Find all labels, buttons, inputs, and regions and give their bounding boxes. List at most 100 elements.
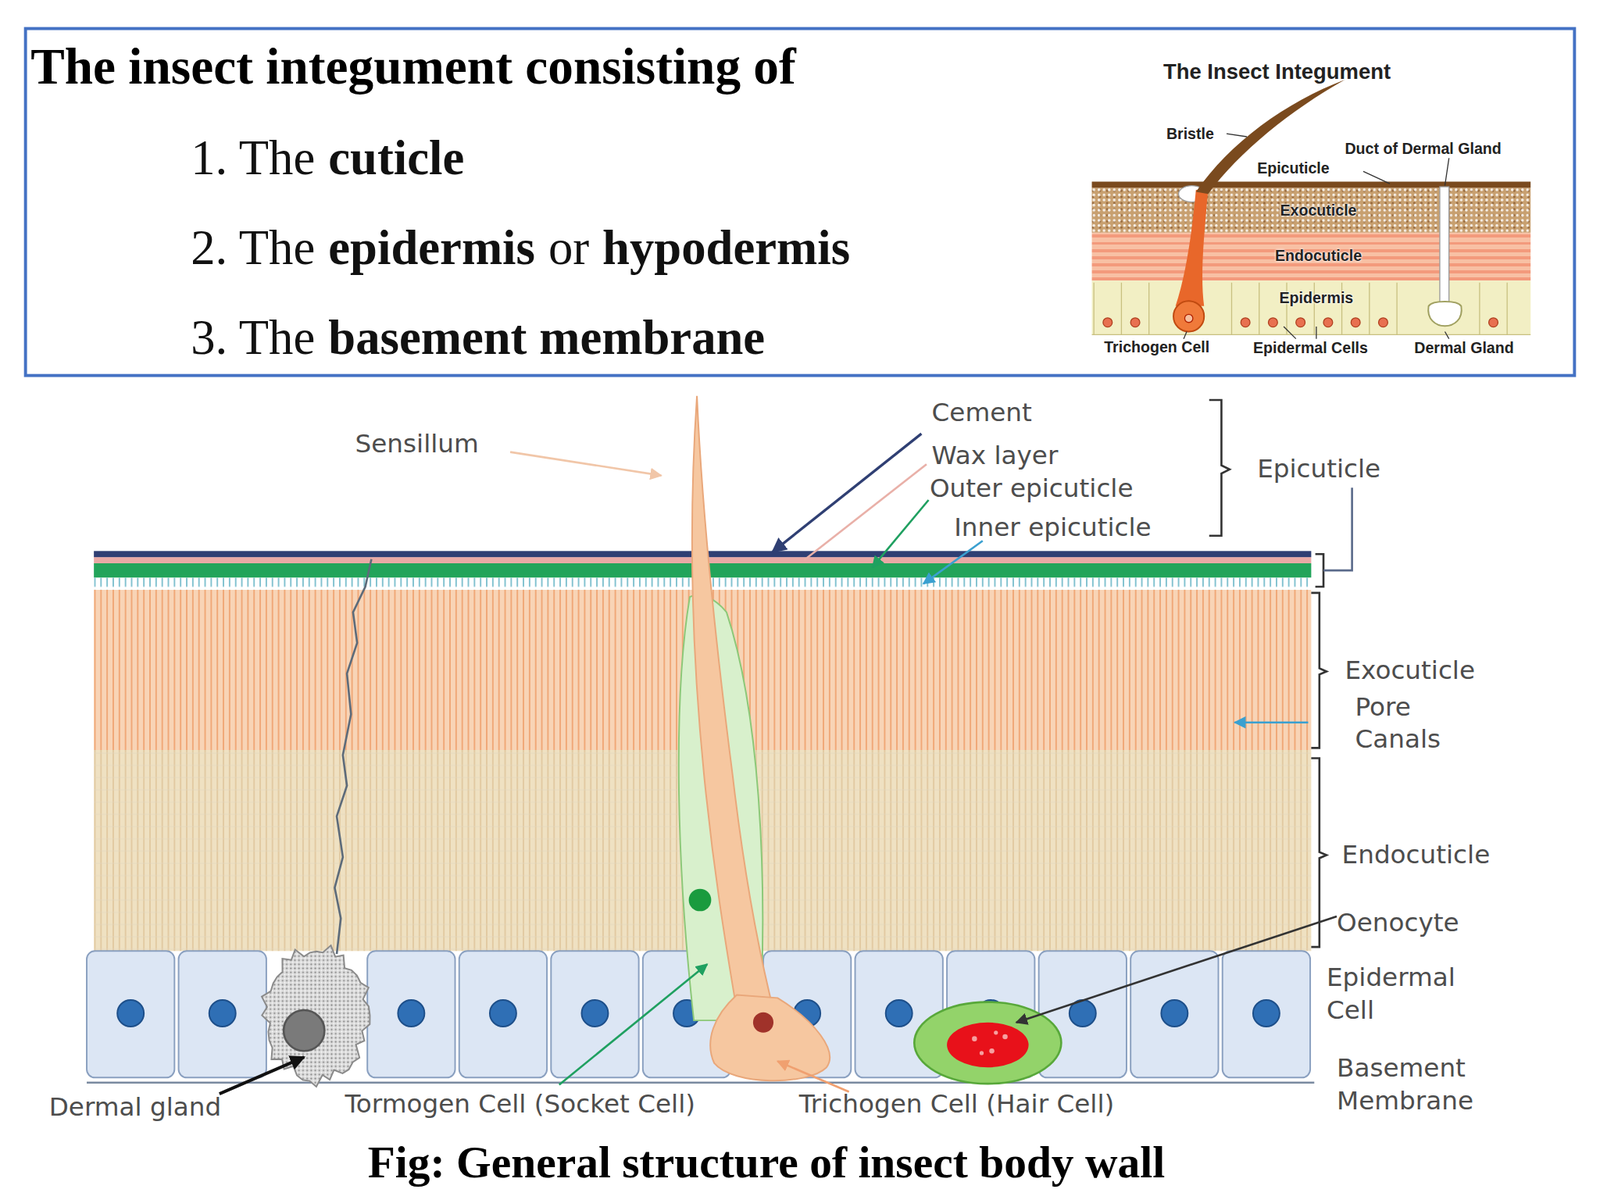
cell-wall <box>1148 282 1150 336</box>
leader-line <box>1226 133 1247 137</box>
layer-band: Epidermis <box>1092 280 1532 335</box>
part-label: Epidermal Cells <box>1253 339 1368 358</box>
leader-line <box>1363 171 1390 184</box>
cell-nucleus <box>1240 317 1250 328</box>
list-text: cuticle <box>328 133 465 183</box>
list-text: 3. The <box>190 313 315 363</box>
cell-wall <box>1231 282 1233 336</box>
cell-nucleus <box>1378 317 1389 328</box>
part-label: Pore Canals <box>1355 690 1479 757</box>
list-text: hypodermis <box>602 223 850 273</box>
cell-base <box>1092 334 1532 336</box>
trichogen-cell <box>710 994 830 1081</box>
inset-epicuticle <box>1092 181 1532 188</box>
leader-line <box>1315 326 1317 340</box>
list-text: or <box>548 223 590 273</box>
epidermal-cell <box>367 950 455 1078</box>
bracket <box>1315 553 1324 587</box>
title-frame <box>25 28 1575 376</box>
leader-line <box>1444 157 1449 186</box>
basement-membrane-line <box>86 1081 1315 1084</box>
epidermal-cell <box>86 950 175 1078</box>
inset-title: The Insect Integument <box>1163 59 1391 84</box>
part-label: Trichogen Cell <box>1103 337 1210 357</box>
band-label: Epidermis <box>1279 289 1354 308</box>
cell-nucleus <box>1268 317 1279 328</box>
dermal-gland-cell <box>261 945 370 1087</box>
granule <box>989 1048 995 1054</box>
leader-line <box>510 452 661 476</box>
leader-line <box>803 464 927 561</box>
cell-nucleus <box>489 1000 517 1027</box>
part-label: Duct of Dermal Gland <box>1344 139 1501 159</box>
granule <box>993 1030 998 1035</box>
leader-line <box>559 964 708 1085</box>
part-label: Dermal gland <box>49 1092 222 1122</box>
cell-nucleus <box>1130 317 1140 328</box>
cell-wall <box>1368 282 1370 336</box>
cell-nucleus <box>397 1000 425 1027</box>
list-text: epidermis <box>328 223 536 273</box>
part-label: Bristle <box>1166 124 1215 143</box>
layer-label: Endocuticle <box>1342 840 1491 870</box>
bracket <box>1310 757 1327 947</box>
epidermal-cell <box>459 950 547 1078</box>
band-label: Endocuticle <box>1275 246 1362 266</box>
cell-nucleus <box>1350 317 1361 328</box>
list-item: 2. Theepidermisorhypodermis <box>190 223 850 273</box>
leader-line <box>1016 916 1337 1023</box>
part-label: Trichogen Cell (Hair Cell) <box>799 1089 1115 1119</box>
gland-nucleus <box>283 1010 325 1051</box>
list-item: 3. The basement membrane <box>190 313 765 363</box>
leader-line <box>1234 721 1308 724</box>
list-text: basement membrane <box>328 313 765 363</box>
cell-nucleus <box>1103 317 1113 328</box>
epidermal-cell <box>178 950 267 1078</box>
part-label: Sensillum <box>355 429 479 459</box>
dermal-gland <box>261 945 370 1087</box>
part-label: Epidermal Cell <box>1326 960 1506 1027</box>
bracket <box>1310 592 1327 749</box>
epidermal-cell <box>550 950 639 1078</box>
cell-wall <box>1258 282 1260 336</box>
layer-label: Exocuticle <box>1344 656 1475 686</box>
layer-label: Inner epicuticle <box>953 513 1151 543</box>
leader-line <box>219 1057 304 1094</box>
cell-wall <box>1506 282 1508 336</box>
cell-nucleus <box>209 1000 236 1027</box>
oenocyte-nucleus <box>946 1022 1029 1068</box>
leader-line <box>872 500 929 568</box>
cell-nucleus <box>1296 317 1306 328</box>
list-item: 1. Thecuticle <box>190 133 465 183</box>
gland-duct <box>334 559 372 954</box>
cell-nucleus <box>117 1000 144 1027</box>
cell-nucleus <box>885 1000 913 1027</box>
sensillum-hair <box>692 396 774 1011</box>
cell-nucleus <box>581 1000 608 1027</box>
layer-band: Exocuticle <box>1092 187 1532 233</box>
layer-label: Basement Membrane <box>1336 1052 1526 1118</box>
tormogen-nucleus <box>689 889 712 912</box>
part-label: Oenocyte <box>1336 909 1460 939</box>
heading-title: The insect integument consisting of <box>30 40 797 92</box>
bracket <box>1209 400 1230 536</box>
cell-wall <box>1093 282 1095 336</box>
part-label: Tormogen Cell (Socket Cell) <box>344 1089 696 1119</box>
layer-label: Epicuticle <box>1257 455 1381 485</box>
cell-wall <box>1396 282 1397 336</box>
inset-dermal-gland <box>1428 301 1462 326</box>
bristle <box>1196 79 1346 194</box>
inset-nucleus <box>1184 314 1193 322</box>
part-label: Epicuticle <box>1257 159 1330 179</box>
cell-wall <box>1121 282 1122 336</box>
band-label: Exocuticle <box>1280 200 1358 220</box>
cell-nucleus <box>1253 1000 1280 1027</box>
cell-wall <box>1478 282 1480 336</box>
layer-label: Cement <box>931 399 1032 429</box>
layer-band: Endocuticle <box>1092 232 1532 281</box>
inset-gland-duct <box>1439 186 1450 308</box>
part-label: Dermal Gland <box>1414 339 1514 358</box>
epidermal-cell <box>1222 950 1311 1078</box>
figure-caption: Fig: General structure of insect body wa… <box>0 1140 1533 1186</box>
